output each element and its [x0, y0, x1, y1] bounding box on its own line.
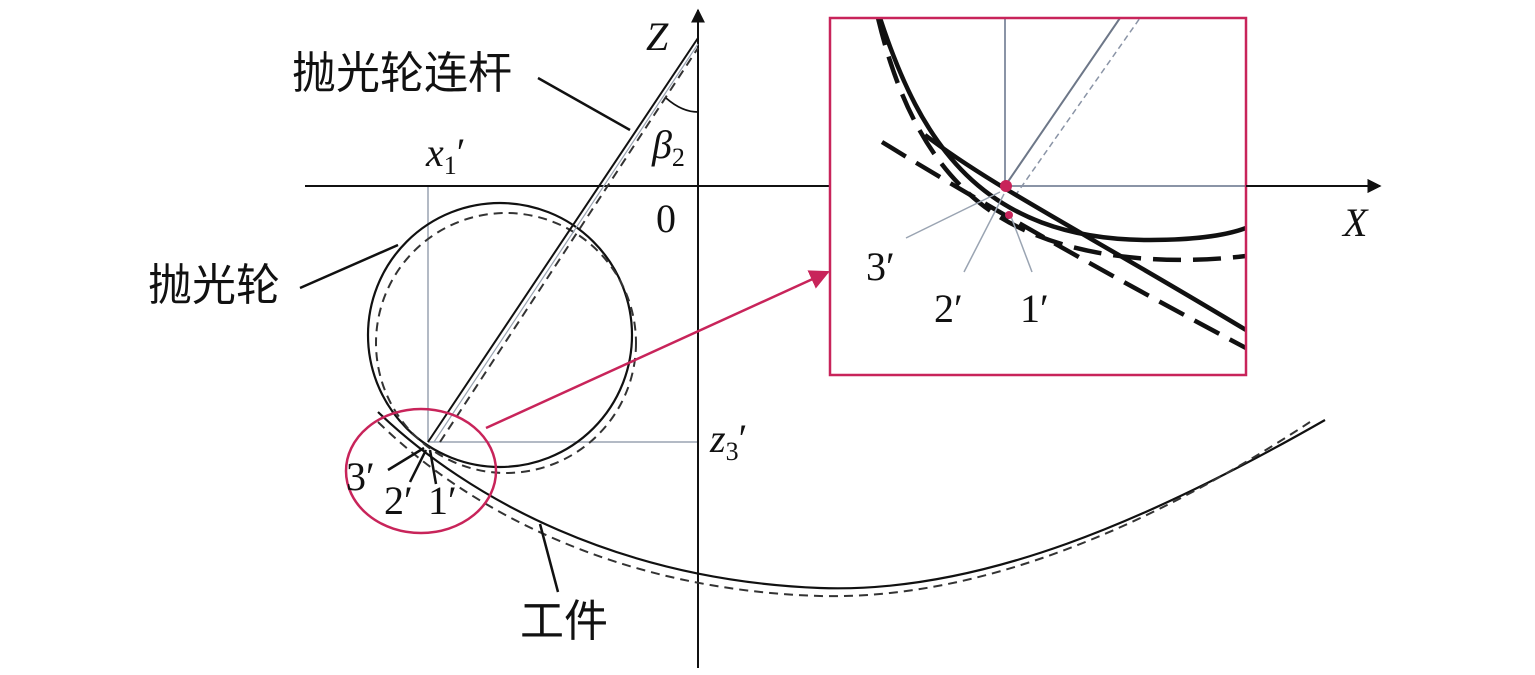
- x-axis-label: X: [1341, 200, 1369, 245]
- workpiece-curve-solid: [377, 411, 1326, 590]
- highlight-ellipse: [344, 407, 498, 535]
- inset-point-3-label: 3′: [866, 244, 895, 289]
- workpiece-leader-line: [538, 523, 560, 593]
- inset-wheel-arc-solid: [877, 18, 1246, 243]
- z3-prime-mark: ′: [739, 416, 748, 461]
- polishing-wheel-solid: [366, 201, 634, 469]
- link-rod-dashed: [439, 47, 699, 443]
- inset-contact-point-lower: [1005, 211, 1013, 219]
- point-2-label: 2′: [384, 478, 413, 523]
- inset-rod-solid: [1004, 18, 1121, 187]
- beta2-label: β2: [651, 122, 685, 172]
- beta-symbol: β: [651, 122, 672, 167]
- point-1-label: 1′: [428, 478, 457, 523]
- inset-rod-dashed: [1014, 18, 1141, 197]
- inset-workpiece-solid: [923, 133, 1246, 332]
- inset-workpiece-dashed: [880, 140, 1246, 350]
- workpiece-curve-dashed: [377, 421, 1311, 598]
- origin-label: 0: [656, 196, 676, 241]
- link-label: 抛光轮连杆: [292, 48, 512, 99]
- x1-prime-label: x1′: [425, 130, 466, 180]
- beta-angle-arc: [665, 97, 699, 113]
- z3-subscript: 3: [726, 437, 739, 466]
- link-rod-gray: [433, 43, 699, 443]
- inset-pt2-leader: [963, 193, 1005, 273]
- link-rod-solid: [427, 37, 699, 443]
- inset-zoom-view: [828, 16, 1382, 377]
- inset-point-2-label: 2′: [934, 286, 963, 331]
- x1-subscript: 1: [444, 151, 457, 180]
- workpiece-label: 工件: [520, 596, 608, 647]
- inset-pt1-leader: [1009, 213, 1033, 273]
- inset-contact-point-upper: [1000, 180, 1012, 192]
- zoom-arrow: [485, 270, 830, 430]
- x1-symbol: x: [425, 130, 444, 175]
- beta-subscript: 2: [672, 143, 685, 172]
- inset-point-1-label: 1′: [1020, 286, 1049, 331]
- x1-prime-mark: ′: [457, 130, 466, 175]
- pt1-leader-line: [428, 449, 438, 485]
- polishing-wheel-dashed: [375, 212, 637, 474]
- pt3-leader-line: [387, 446, 425, 472]
- inset-frame-background: [830, 18, 1246, 375]
- link-leader-line: [537, 76, 631, 132]
- z3-prime-label: z3′: [709, 416, 747, 466]
- wheel-label: 抛光轮: [148, 260, 280, 311]
- wheel-leader-line: [299, 243, 399, 290]
- pt2-leader-line: [408, 449, 428, 483]
- inset-wheel-arc-dashed: [875, 18, 1246, 263]
- point-3-label: 3′: [346, 454, 375, 499]
- inset-frame: [828, 16, 1248, 377]
- inset-pt3-leader: [905, 191, 1001, 239]
- z3-symbol: z: [709, 416, 726, 461]
- z-axis-label: Z: [646, 14, 669, 59]
